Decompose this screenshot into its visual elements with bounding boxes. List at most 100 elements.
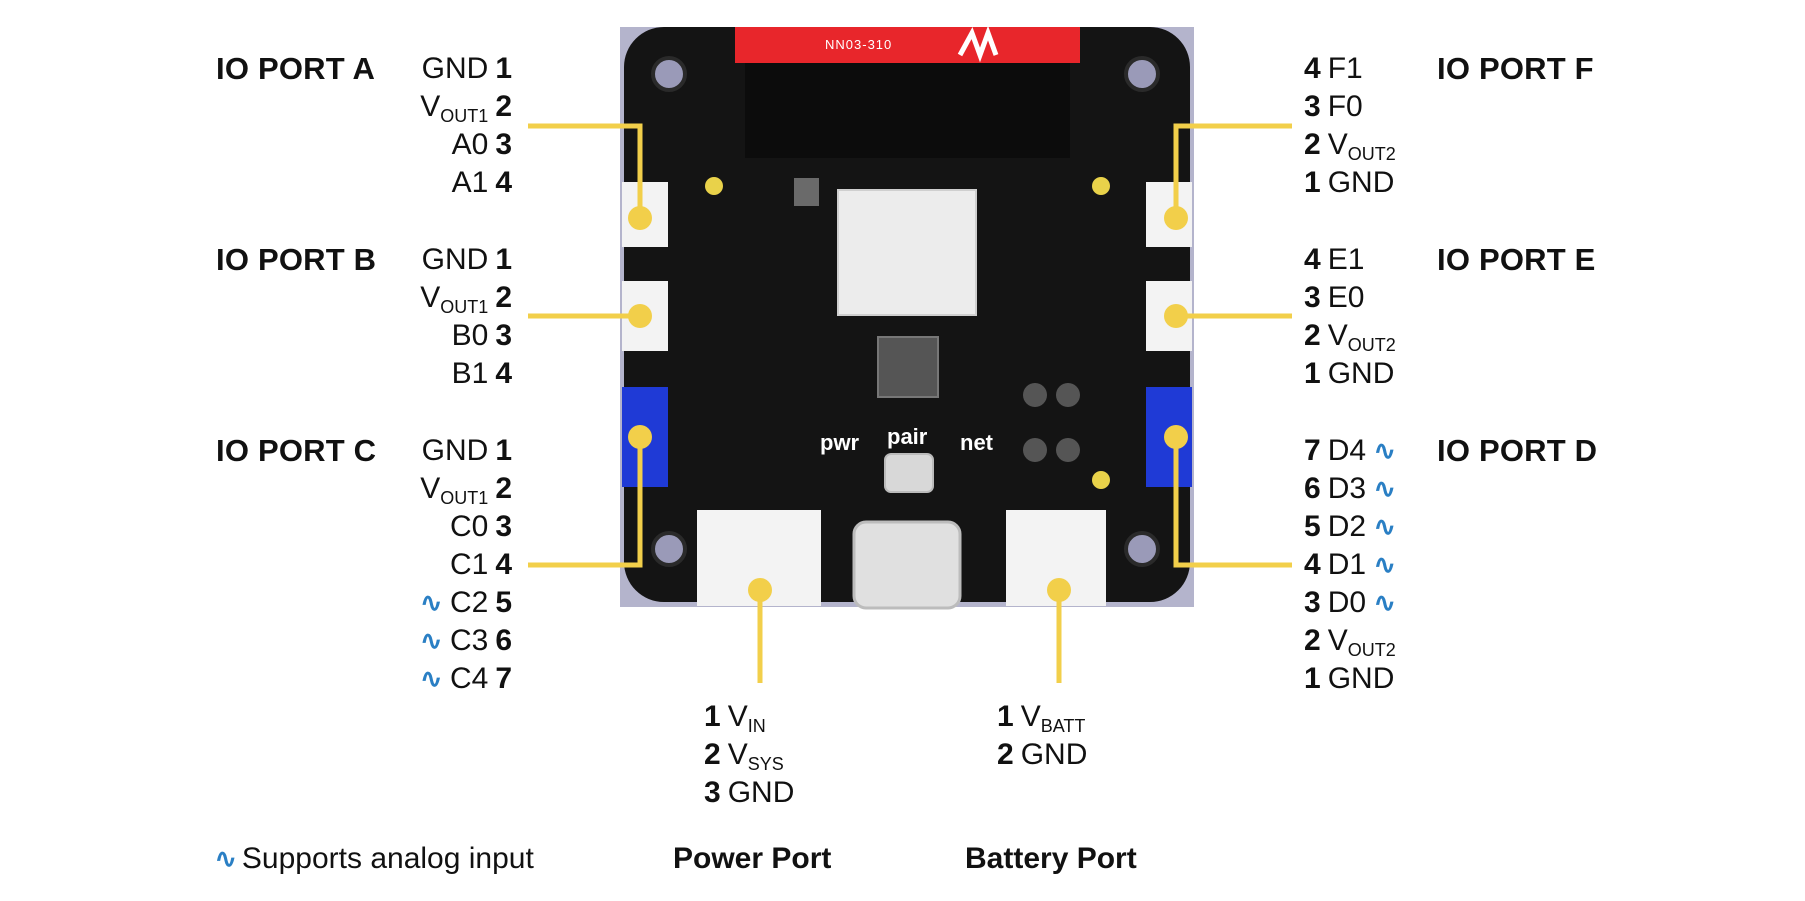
- pin-signal-name: F0: [1327, 90, 1363, 123]
- pin-signal-name: GND: [1327, 166, 1395, 199]
- pin-signal: GND: [1328, 164, 1395, 202]
- leader-dot: [1164, 304, 1188, 328]
- pin-signal: A1: [452, 164, 489, 202]
- pin-number: 3: [1304, 90, 1321, 123]
- pin-signal-subscript: IN: [747, 716, 766, 736]
- mount-hole: [1124, 531, 1160, 567]
- pin-signal: D2: [1328, 508, 1366, 546]
- pin-signal: GND: [1328, 660, 1395, 698]
- pin-signal: GND: [1021, 736, 1088, 774]
- pin-signal-name: V: [1327, 624, 1348, 657]
- pin-signal-name: GND: [1327, 662, 1395, 695]
- pin-signal: GND: [422, 432, 489, 470]
- pin-signal: D3: [1328, 470, 1366, 508]
- led-label-pwr: pwr: [820, 430, 860, 455]
- pin-signal: VOUT1: [420, 279, 488, 320]
- pin-number: 3: [495, 319, 512, 352]
- pin-number: 1: [495, 243, 512, 276]
- pin-number: 3: [704, 776, 721, 809]
- pin-signal: GND: [422, 50, 489, 88]
- pin-number: 6: [495, 624, 512, 657]
- analog-wave-icon: ∿: [1373, 435, 1397, 466]
- header-strip: [735, 27, 1080, 63]
- pin-signal-name: D0: [1327, 586, 1367, 619]
- leader-port-f: [1173, 123, 1292, 218]
- usb-c-port: [852, 520, 962, 610]
- pin-number: 2: [997, 738, 1014, 771]
- capacitor: [1023, 383, 1047, 407]
- pin-number: 3: [495, 510, 512, 543]
- pair-button: [884, 453, 934, 493]
- analog-wave-icon: ∿: [1373, 473, 1397, 504]
- mcu-chip: [877, 336, 939, 398]
- leader-dot: [628, 206, 652, 230]
- pin-signal: F1: [1328, 50, 1363, 88]
- pin-signal: D0: [1328, 584, 1366, 622]
- pin-number: 4: [495, 166, 512, 199]
- leader-dot: [1164, 206, 1188, 230]
- pin-signal-name: F1: [1327, 52, 1363, 85]
- pin-signal-name: GND: [727, 776, 795, 809]
- analog-wave-icon: ∿: [419, 663, 443, 694]
- pin-signal-name: GND: [1327, 357, 1395, 390]
- leader-port-a: [528, 123, 643, 218]
- pin-signal: GND: [1328, 355, 1395, 393]
- pin-signal: E1: [1328, 241, 1365, 279]
- pin-number: 3: [1304, 281, 1321, 314]
- pin-number: 1: [1304, 166, 1321, 199]
- pin-signal: VOUT1: [420, 470, 488, 511]
- pin-signal-name: A0: [451, 128, 489, 161]
- pin-number: 2: [495, 281, 512, 314]
- pin-signal-name: GND: [1020, 738, 1088, 771]
- pin-number: 2: [1304, 128, 1321, 161]
- pin-signal: D4: [1328, 432, 1366, 470]
- pin-signal-name: C2: [449, 586, 489, 619]
- pin-number: 5: [495, 586, 512, 619]
- pin-signal-name: V: [727, 700, 748, 733]
- pin-number: 4: [495, 357, 512, 390]
- pin-signal-name: V: [727, 738, 748, 771]
- leader-dot: [628, 304, 652, 328]
- pin-signal-name: GND: [421, 434, 489, 467]
- pin-signal: VBATT: [1021, 698, 1086, 739]
- pin-signal-name: D1: [1327, 548, 1367, 581]
- port-a-title: IO PORT A: [216, 51, 376, 86]
- pin-number: 3: [495, 128, 512, 161]
- port-e-title: IO PORT E: [1437, 242, 1596, 277]
- pin-number: 1: [495, 434, 512, 467]
- pin-number: 1: [495, 52, 512, 85]
- shield-can: [837, 189, 977, 316]
- mount-hole: [651, 531, 687, 567]
- pin-signal: VSYS: [728, 736, 784, 777]
- pin-signal-subscript: BATT: [1040, 716, 1086, 736]
- pin-number: 1: [997, 700, 1014, 733]
- analog-wave-icon: ∿: [214, 843, 238, 874]
- pin-signal: C0: [450, 508, 488, 546]
- leader-dot: [748, 578, 772, 602]
- pin-signal-name: C4: [449, 662, 489, 695]
- pin-signal-subscript: OUT2: [1347, 144, 1396, 164]
- pin-signal: C4: [450, 660, 488, 698]
- leader-dot: [628, 425, 652, 449]
